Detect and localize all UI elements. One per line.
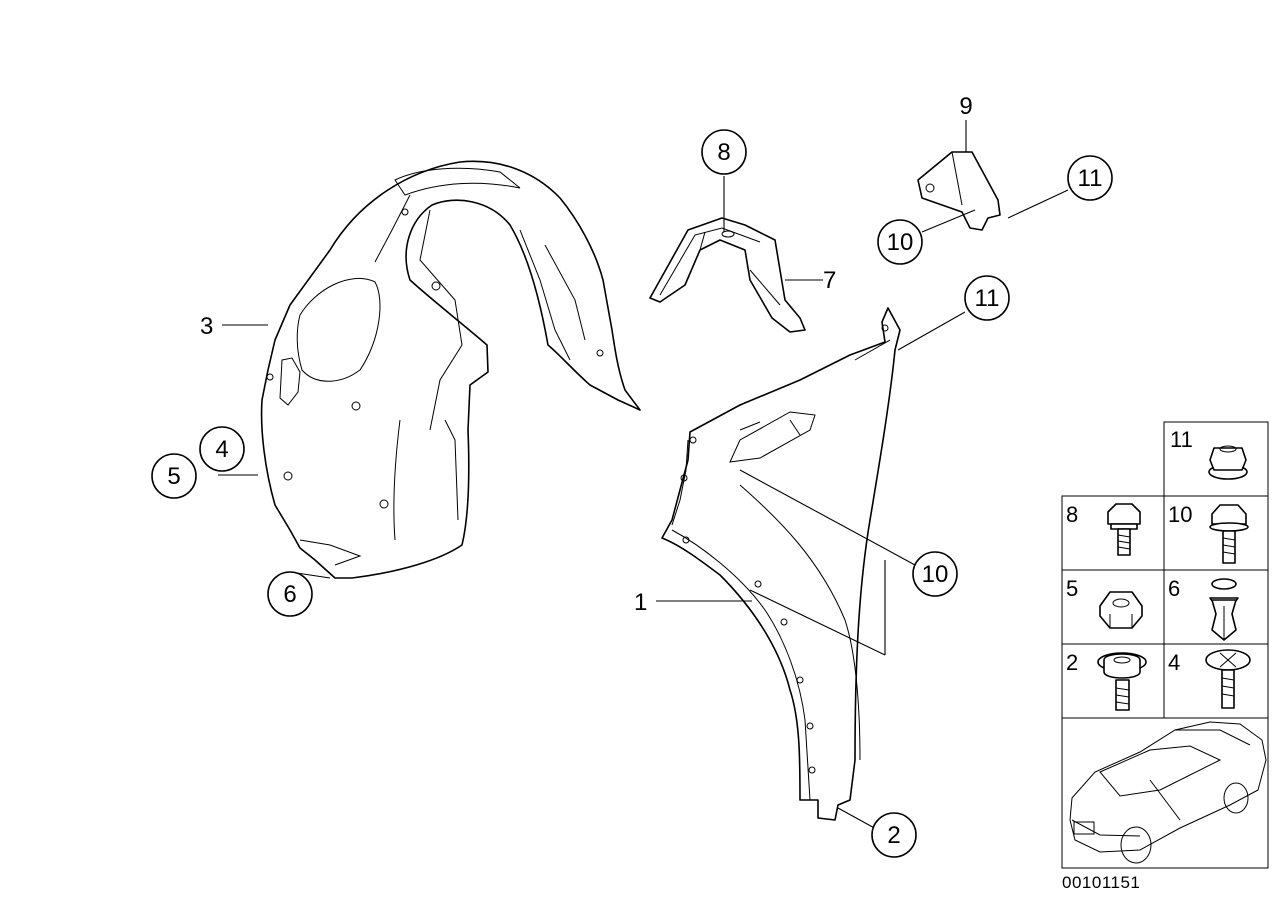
svg-text:8: 8 xyxy=(717,139,730,166)
callout-10-upper: 10 xyxy=(877,219,923,265)
svg-text:6: 6 xyxy=(283,581,296,608)
callout-5: 5 xyxy=(151,453,197,499)
callout-9: 9 xyxy=(959,93,972,120)
table-cell-label: 8 xyxy=(1066,502,1078,527)
collar-nut-icon xyxy=(1208,445,1248,480)
table-cell-label: 2 xyxy=(1066,650,1078,675)
callout-10-lower: 10 xyxy=(912,551,958,597)
svg-text:9: 9 xyxy=(959,93,972,120)
expanding-rivet-icon xyxy=(1209,578,1239,641)
hex-nut-icon xyxy=(1099,591,1143,629)
table-cell-label: 4 xyxy=(1168,650,1180,675)
callout-7: 7 xyxy=(823,267,836,294)
flange-screw-icon xyxy=(1097,652,1147,711)
svg-text:7: 7 xyxy=(823,267,836,294)
svg-text:11: 11 xyxy=(975,285,1000,312)
svg-text:2: 2 xyxy=(887,822,900,849)
svg-text:10: 10 xyxy=(922,561,949,588)
reference-number: 00101151 xyxy=(1062,873,1140,892)
wheel-arch-liner-icon xyxy=(260,160,641,579)
svg-text:5: 5 xyxy=(167,463,180,490)
callout-6: 6 xyxy=(267,571,313,617)
hex-bolt-icon xyxy=(1107,503,1141,556)
holder-icon xyxy=(917,151,1001,231)
svg-text:10: 10 xyxy=(887,229,914,256)
callout-8: 8 xyxy=(701,129,747,175)
callout-3: 3 xyxy=(200,313,213,340)
bracket-icon xyxy=(649,217,806,333)
svg-text:4: 4 xyxy=(215,436,228,463)
hex-bolt-icon xyxy=(1209,504,1249,564)
callout-11-lower: 11 xyxy=(964,275,1010,321)
table-cell-label: 11 xyxy=(1170,427,1193,452)
callout-1: 1 xyxy=(634,589,647,616)
svg-text:11: 11 xyxy=(1078,165,1103,192)
fender-icon xyxy=(661,307,901,821)
svg-text:3: 3 xyxy=(200,313,213,340)
car-silhouette-icon xyxy=(1069,721,1267,864)
cross-head-screw-icon xyxy=(1205,649,1251,709)
table-cell-label: 10 xyxy=(1168,502,1192,527)
svg-text:1: 1 xyxy=(634,589,647,616)
leader-lines xyxy=(218,120,1069,831)
callout-11-upper: 11 xyxy=(1067,155,1113,201)
parts-table: 11 8 10 5 xyxy=(1061,421,1269,869)
callout-4: 4 xyxy=(199,426,245,472)
table-cell-label: 6 xyxy=(1168,576,1180,601)
callout-2: 2 xyxy=(871,812,917,858)
table-cell-label: 5 xyxy=(1066,576,1078,601)
